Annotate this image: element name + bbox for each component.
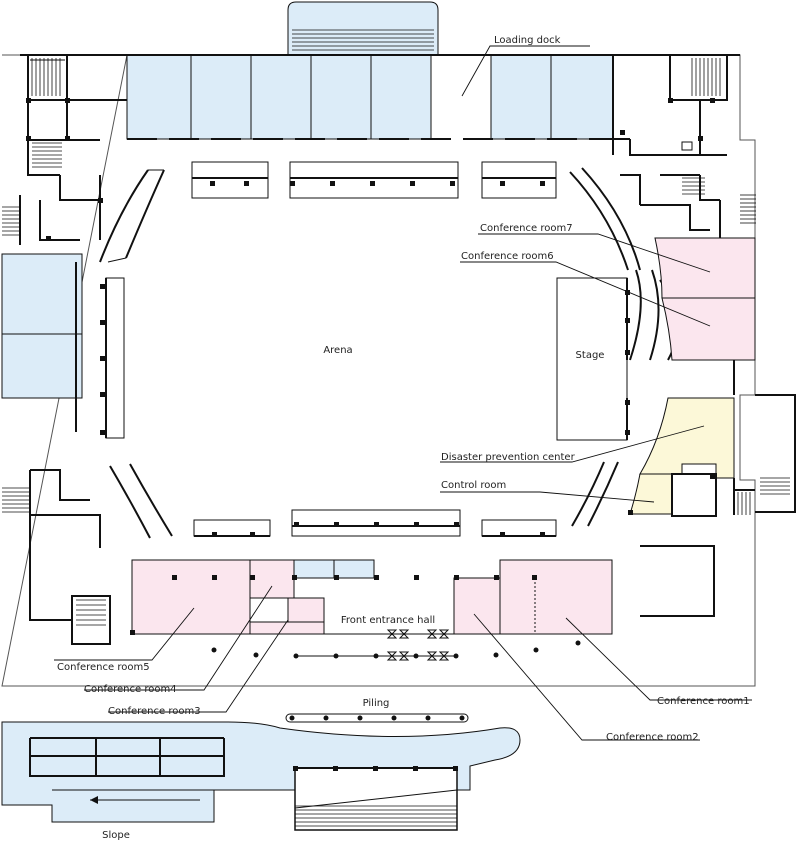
nw-service-block: [2, 55, 127, 245]
left-seating: [75, 262, 125, 439]
label-conference-room4: Conference room4: [84, 684, 177, 695]
label-conference-room5: Conference room5: [57, 662, 150, 673]
label-arena: Arena: [323, 345, 352, 356]
label-loading-dock: Loading dock: [494, 35, 561, 46]
lower-seating: [193, 509, 557, 537]
label-conference-room7: Conference room7: [480, 223, 573, 234]
label-control-room: Control room: [441, 480, 506, 491]
label-disaster-prevention-center: Disaster prevention center: [441, 452, 576, 463]
left-storage-bays: [1, 253, 83, 399]
label-front-entrance-hall: Front entrance hall: [341, 615, 435, 626]
site-boundary: [1, 54, 756, 687]
entrance-doors: [211, 629, 581, 661]
label-piling: Piling: [363, 698, 390, 709]
label-slope: Slope: [102, 830, 130, 841]
label-conference-room2: Conference room2: [606, 732, 699, 743]
disaster-prevention-center: [628, 397, 790, 517]
parking-slope: [1, 721, 521, 831]
lower-conference-rooms: [130, 559, 613, 635]
stage: [556, 277, 630, 441]
piling-bar: [285, 713, 469, 723]
upper-seating: [191, 161, 557, 199]
ne-service-block: [612, 55, 756, 238]
conference-rooms-6-7: [654, 237, 796, 513]
top-storage-bays: [126, 54, 614, 140]
label-conference-room1: Conference room1: [657, 696, 750, 707]
west-service-block: [2, 469, 715, 645]
label-conference-room6: Conference room6: [461, 251, 554, 262]
label-conference-room3: Conference room3: [108, 706, 201, 717]
map-labels: Loading dock Arena Stage Conference room…: [57, 35, 750, 841]
loading-bay-entry: [287, 1, 439, 56]
label-stage: Stage: [576, 350, 605, 361]
leader-lines: [54, 45, 752, 741]
